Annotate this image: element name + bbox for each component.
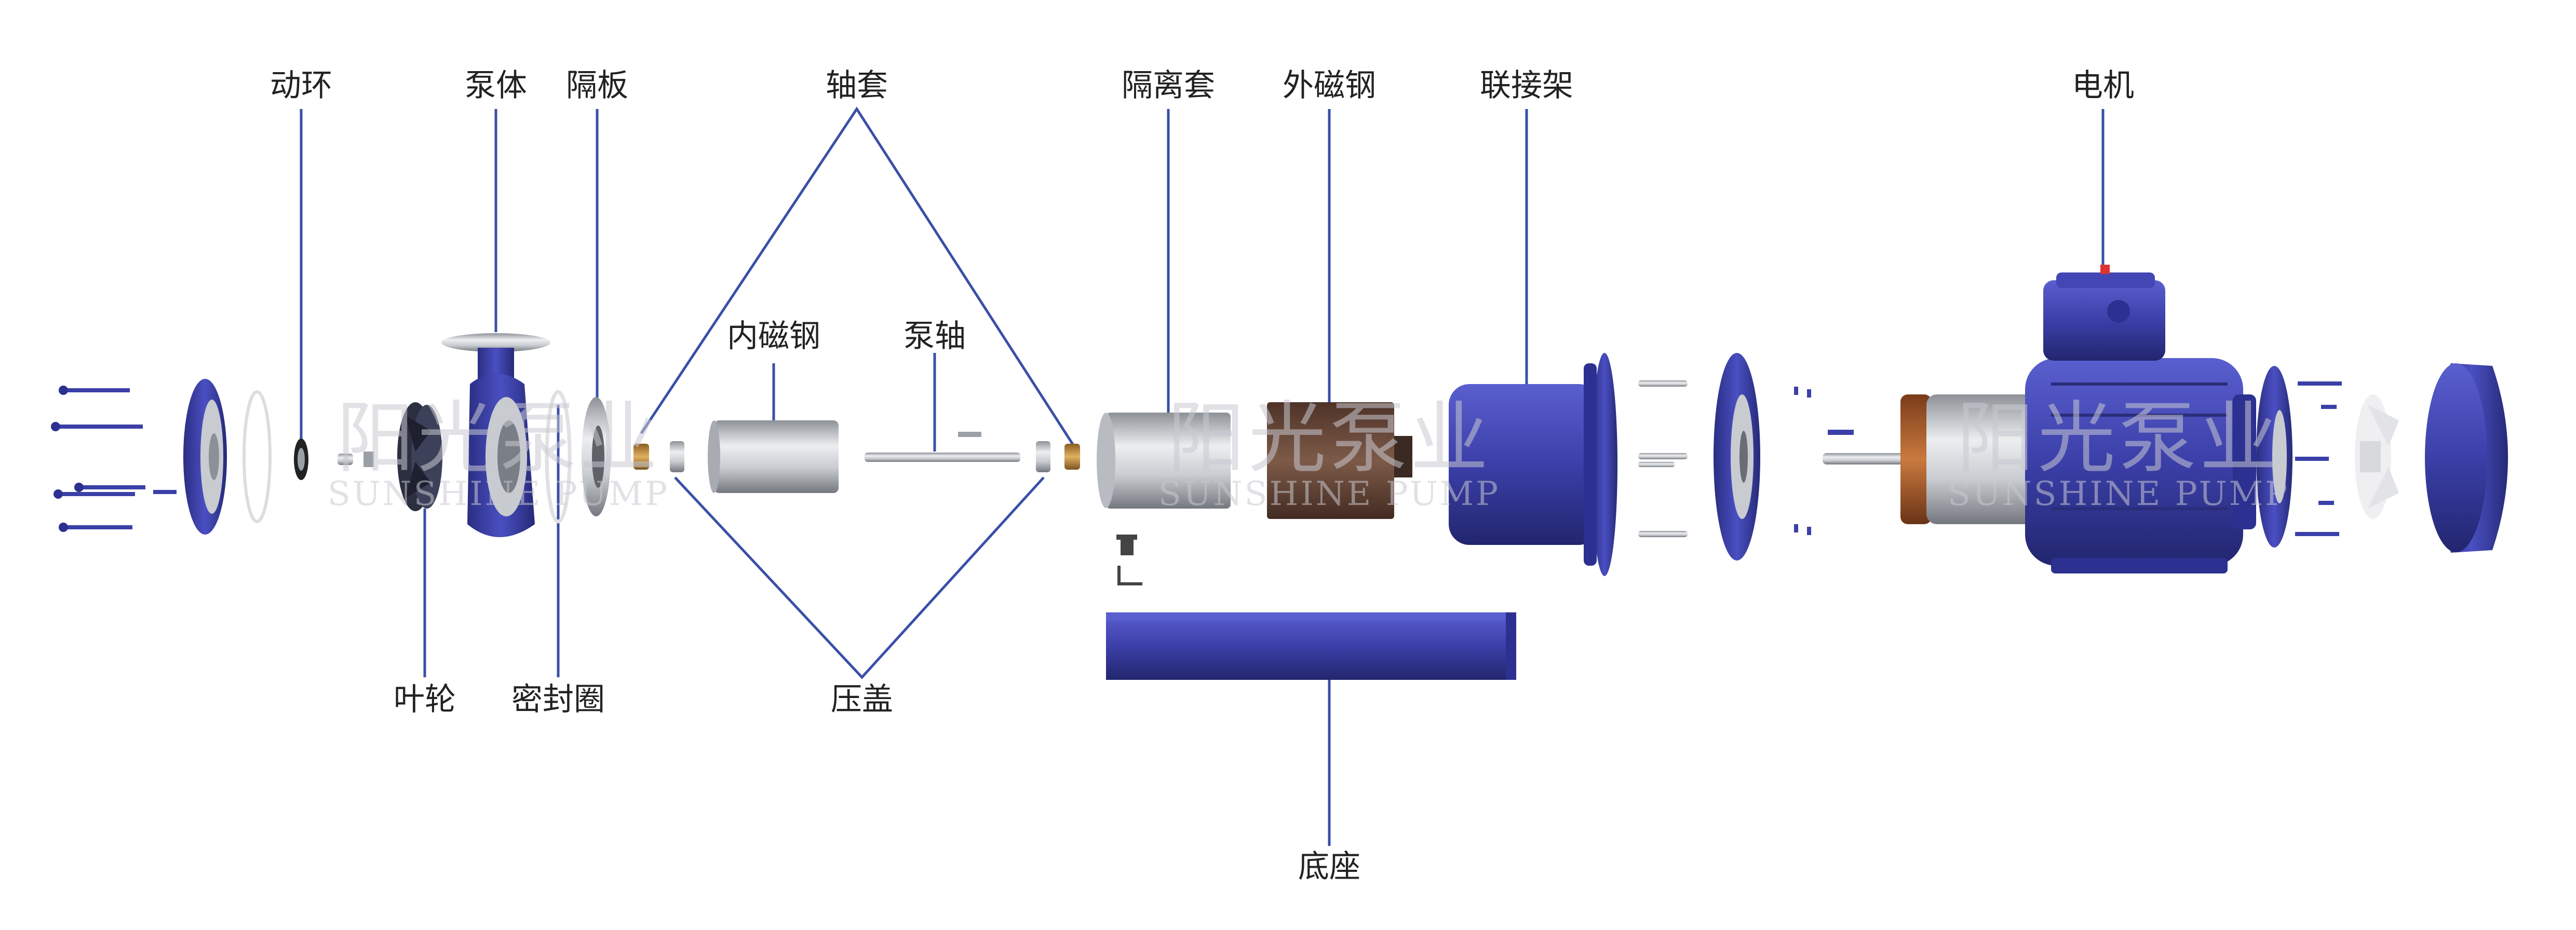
motor-flange xyxy=(1714,353,1760,560)
cooling-fan xyxy=(2355,394,2399,519)
label-dian-ji: 电机 xyxy=(2072,67,2134,104)
label-beng-zhou: 泵轴 xyxy=(903,318,966,354)
label-zhou-tao: 轴套 xyxy=(826,67,888,104)
label-ye-lun: 叶轮 xyxy=(394,681,456,718)
inner-magnet xyxy=(708,420,839,493)
bushings xyxy=(633,441,1080,472)
front-cover xyxy=(183,379,227,535)
label-nei-ci-gang: 内磁钢 xyxy=(727,318,820,354)
pump-shaft xyxy=(865,432,1020,462)
label-ge-li-tao: 隔离套 xyxy=(1122,67,1215,104)
base xyxy=(1106,612,1516,680)
bolts-left xyxy=(51,386,177,532)
label-ge-ban: 隔板 xyxy=(566,67,628,104)
watermark-center: 阳光泵业 SUNSHINE PUMP xyxy=(1158,393,1501,513)
label-wai-ci-gang: 外磁钢 xyxy=(1283,67,1376,104)
gasket xyxy=(242,390,272,523)
watermark-right: 阳光泵业 SUNSHINE PUMP xyxy=(1947,393,2290,513)
impeller xyxy=(397,402,442,511)
small-parts xyxy=(338,452,374,467)
isolation-sleeve xyxy=(1097,413,1231,585)
label-beng-ti: 泵体 xyxy=(465,67,527,104)
label-dong-huan: 动环 xyxy=(270,67,332,104)
outer-magnet xyxy=(1267,402,1412,519)
label-ya-gai: 压盖 xyxy=(831,681,893,718)
fan-cover xyxy=(2425,363,2508,553)
rear-flange xyxy=(2256,366,2292,548)
motor xyxy=(1823,265,2256,573)
label-mi-feng-quan: 密封圈 xyxy=(511,681,605,718)
label-lian-jie-jia: 联接架 xyxy=(1480,67,1573,104)
leader-lines xyxy=(300,106,2105,846)
leader-ya-gai xyxy=(674,476,1045,679)
label-di-zuo: 底座 xyxy=(1298,849,1360,885)
watermark-left: 阳光泵业 SUNSHINE PUMP xyxy=(327,393,670,513)
bolts-right xyxy=(2295,381,2342,536)
leader-zhou-tao xyxy=(640,106,1079,453)
partition-plate xyxy=(582,397,611,516)
connection-frame xyxy=(1449,353,1617,576)
pump-casing xyxy=(441,333,550,537)
small-bolts xyxy=(1638,380,1688,537)
seal-ring xyxy=(545,390,572,524)
dynamic-ring xyxy=(294,439,308,480)
